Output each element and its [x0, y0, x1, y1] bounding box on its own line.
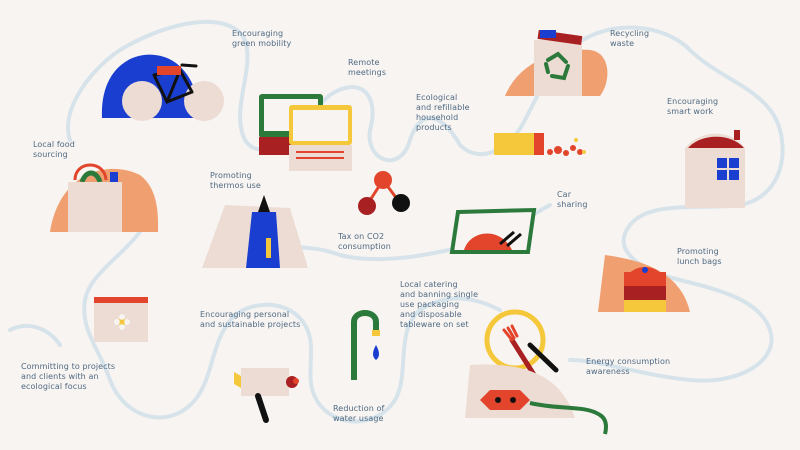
lunch-bag-icon — [598, 255, 690, 312]
label-energy-awareness: Energy consumption awareness — [586, 357, 671, 376]
winding-path — [82, 213, 502, 424]
label-smart-work: Encouraging smart work — [667, 97, 719, 116]
recycling-bag-icon — [505, 29, 608, 96]
label-lunch-bags: Promoting lunch bags — [677, 247, 722, 266]
label-thermos: Promoting thermos use — [210, 171, 261, 190]
house-icon — [685, 130, 745, 208]
label-co2-tax: Tax on CO2 consumption — [338, 232, 391, 251]
outlet-plug-icon — [465, 364, 608, 435]
car-window-icon — [449, 207, 537, 254]
laptop-icon — [259, 94, 352, 171]
label-refillable-products: Ecological and refillable household prod… — [416, 93, 470, 132]
label-eco-clients: Committing to projects and clients with … — [21, 362, 116, 391]
label-green-mobility: Encouraging green mobility — [232, 29, 292, 48]
label-car-sharing: Car sharing — [557, 190, 588, 209]
refill-box-icon — [494, 133, 586, 156]
label-local-catering: Local catering and banning single use pa… — [400, 280, 479, 329]
label-remote-meetings: Remote meetings — [348, 58, 387, 77]
water-tap-icon — [351, 310, 380, 380]
molecule-icon — [358, 171, 410, 215]
label-water-usage: Reduction of water usage — [333, 404, 385, 423]
label-personal-projects: Encouraging personal and sustainable pro… — [200, 310, 301, 329]
thermos-icon — [202, 195, 308, 268]
video-camera-icon — [234, 368, 299, 423]
bicycle-icon — [101, 54, 224, 121]
shopping-bag-icon — [50, 163, 159, 232]
label-recycling-waste: Recycling waste — [610, 29, 650, 48]
winding-path — [8, 324, 62, 347]
calendar-flower-icon — [94, 297, 148, 342]
label-local-food: Local food sourcing — [33, 140, 75, 159]
